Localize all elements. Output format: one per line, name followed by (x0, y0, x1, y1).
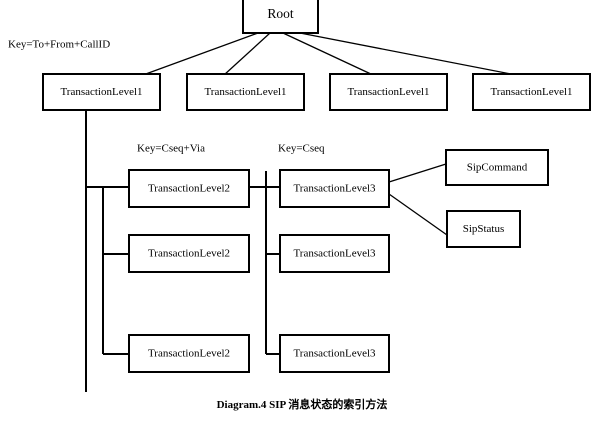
level3-to-leaf-connectors (388, 163, 448, 236)
key-label-level1: Key=To+From+CallID (8, 39, 110, 51)
level2-to-level3-connectors (248, 171, 280, 355)
node-level2-1-box (128, 169, 250, 208)
node-level3-1-label: TransactionLevel3 (293, 183, 376, 195)
node-level2-2[interactable]: TransactionLevel2 (128, 234, 250, 273)
node-level3-2[interactable]: TransactionLevel3 (279, 234, 390, 273)
edge-root-to-level1-3 (282, 32, 374, 76)
node-level1-4-box (472, 73, 591, 111)
edge-root-to-level1-2 (223, 32, 271, 76)
node-level1-2-label: TransactionLevel1 (204, 86, 286, 98)
node-sipstatus-label: SipStatus (463, 223, 505, 235)
node-level2-3-label: TransactionLevel2 (148, 348, 230, 360)
node-sipcommand-box (445, 149, 549, 186)
node-level2-2-box (128, 234, 250, 273)
key-label-level3: Key=Cseq (278, 143, 325, 155)
node-level1-1-label: TransactionLevel1 (60, 86, 142, 98)
node-sipcommand[interactable]: SipCommand (445, 149, 549, 186)
node-root-label: Root (267, 6, 294, 21)
node-sipstatus-box (446, 210, 521, 248)
node-level2-3[interactable]: TransactionLevel2 (128, 334, 250, 373)
edge-root-to-level1-4 (299, 32, 517, 76)
key-label-level2: Key=Cseq+Via (137, 143, 205, 155)
level1-to-level2-connectors (85, 110, 129, 392)
node-level3-3-label: TransactionLevel3 (293, 348, 376, 360)
node-level3-1[interactable]: TransactionLevel3 (279, 169, 390, 208)
node-root-box (242, 0, 319, 34)
node-level1-2-box (186, 73, 305, 111)
node-sipstatus[interactable]: SipStatus (446, 210, 521, 248)
node-level2-3-box (128, 334, 250, 373)
root-to-level1-connectors (142, 32, 517, 76)
node-level3-3[interactable]: TransactionLevel3 (279, 334, 390, 373)
node-level3-2-box (279, 234, 390, 273)
node-root[interactable]: Root (242, 0, 319, 34)
diagram-caption: Diagram.4 SIP 消息状态的索引方法 (216, 399, 388, 411)
node-level1-3[interactable]: TransactionLevel1 (329, 73, 448, 111)
node-level1-2[interactable]: TransactionLevel1 (186, 73, 305, 111)
node-sipcommand-label: SipCommand (467, 162, 528, 174)
node-level2-2-label: TransactionLevel2 (148, 248, 230, 260)
node-level3-3-box (279, 334, 390, 373)
node-level1-4-label: TransactionLevel1 (490, 86, 572, 98)
node-level1-3-label: TransactionLevel1 (347, 86, 429, 98)
node-level3-2-label: TransactionLevel3 (293, 248, 376, 260)
node-level1-1-box (42, 73, 161, 111)
edge-level3-to-sipstatus (388, 193, 448, 236)
node-level1-1[interactable]: TransactionLevel1 (42, 73, 161, 111)
node-level2-1-label: TransactionLevel2 (148, 183, 230, 195)
edge-level3-to-sipcommand (388, 163, 447, 183)
node-level2-1[interactable]: TransactionLevel2 (128, 169, 250, 208)
node-level1-4[interactable]: TransactionLevel1 (472, 73, 591, 111)
edge-root-to-level1-1 (142, 32, 259, 76)
node-level1-3-box (329, 73, 448, 111)
node-level3-1-box (279, 169, 390, 208)
